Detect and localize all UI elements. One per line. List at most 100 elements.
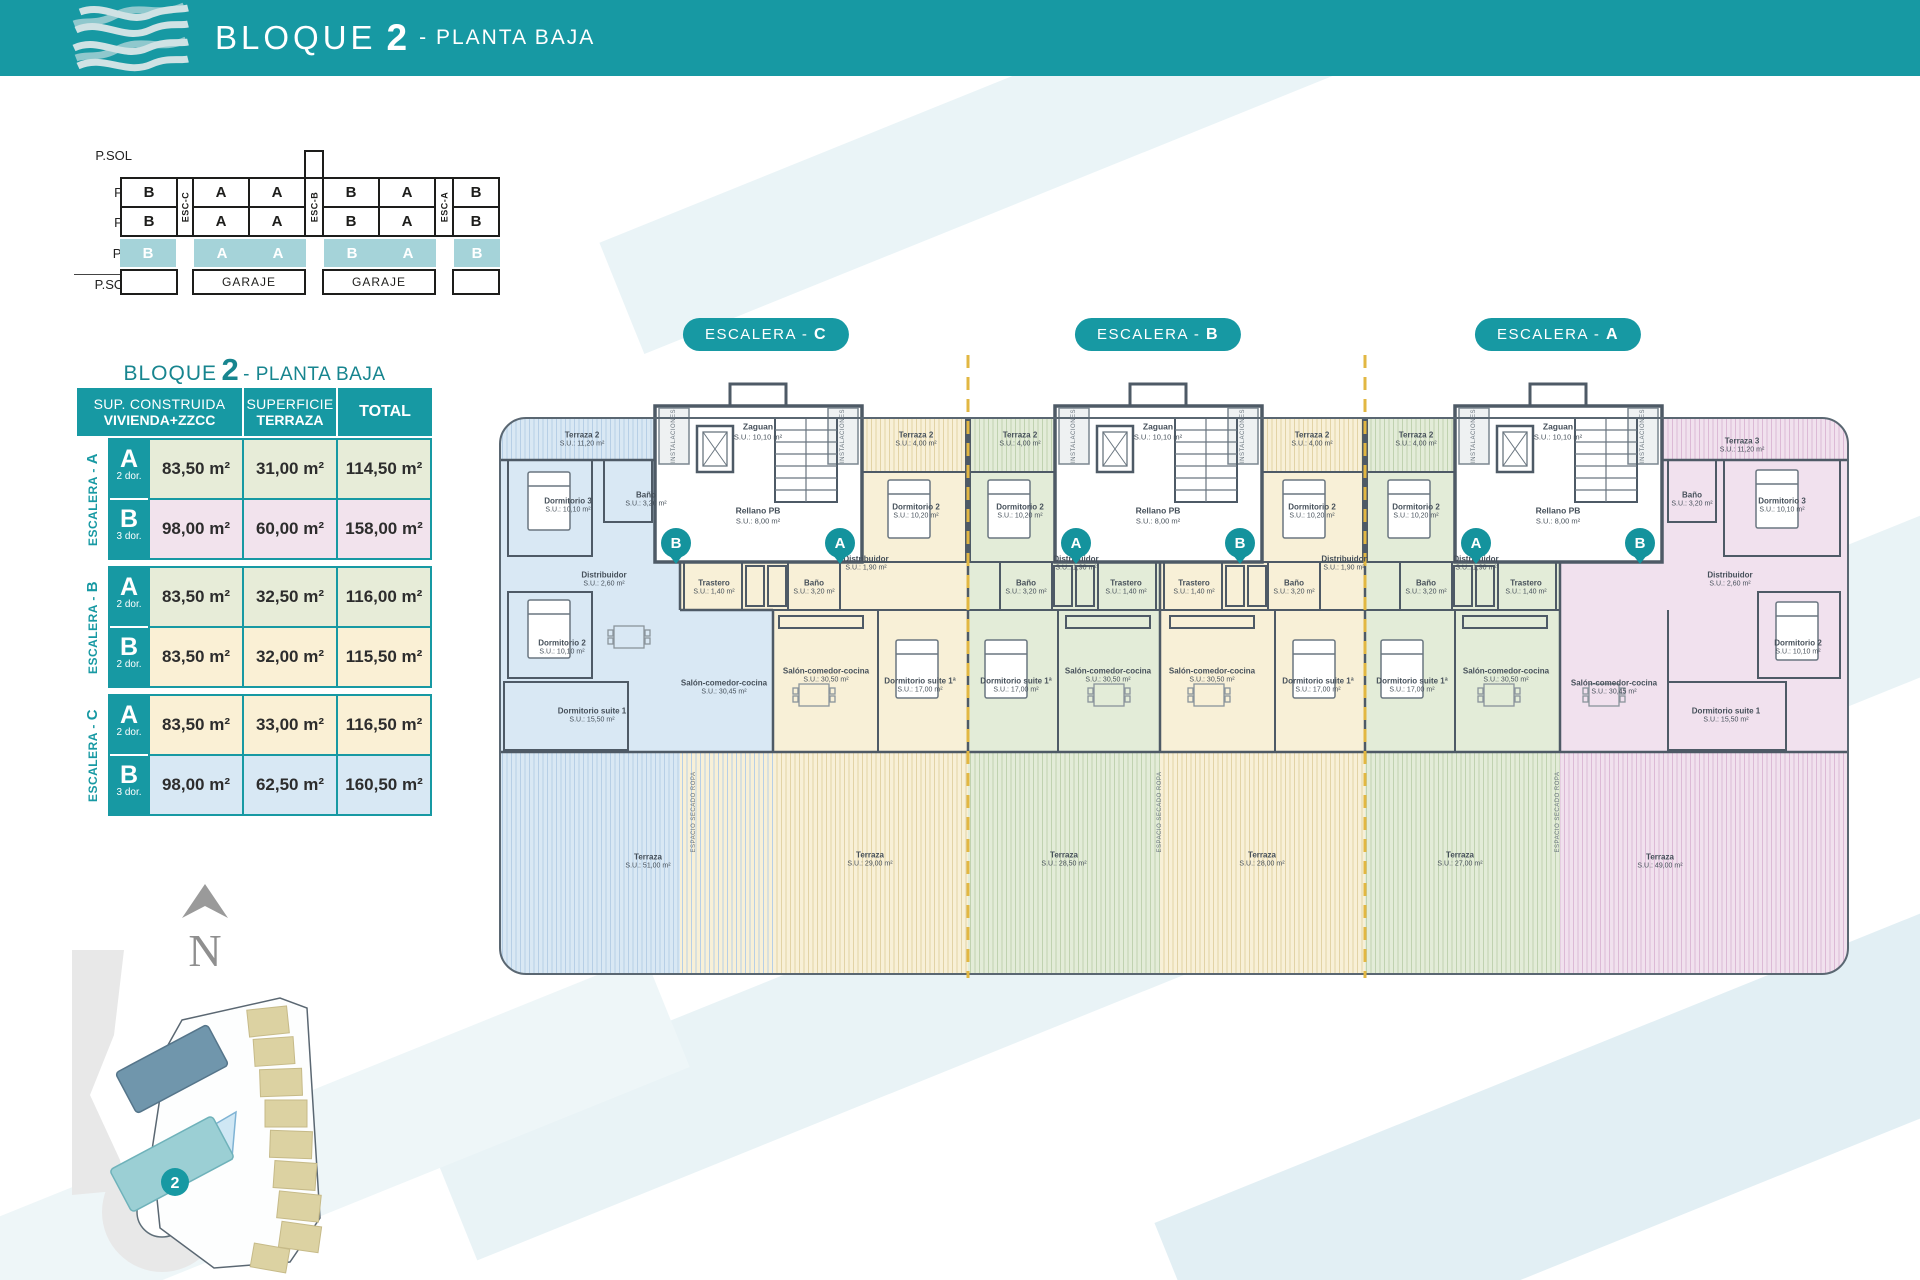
stack-cell: B <box>322 206 380 237</box>
townhouses <box>246 1005 323 1274</box>
esc-tower <box>304 150 324 179</box>
stack-cell: B <box>120 206 178 237</box>
total-value: 160,50 m² <box>338 756 430 814</box>
stair-cores <box>653 382 1664 564</box>
stack-cell: B <box>120 177 178 208</box>
esc-label-cell: ESC-A <box>434 177 454 237</box>
garage-cell: GARAJE <box>322 269 436 295</box>
terraza-value: 31,00 m² <box>244 440 336 498</box>
stack-cell-pb: A <box>380 239 436 267</box>
instalaciones-label: INSTALACIONES <box>1640 408 1646 464</box>
building-block-1 <box>115 1024 229 1114</box>
unit-badge: A <box>1461 528 1491 558</box>
stack-cell-pb: A <box>250 239 306 267</box>
floor-plan <box>499 355 1849 978</box>
sup-value: 98,00 m² <box>150 756 242 814</box>
sot-cell <box>452 269 500 295</box>
total-value: 158,00 m² <box>338 500 430 558</box>
floor-label: P.SOL <box>95 148 132 163</box>
sup-value: 83,50 m² <box>150 628 242 686</box>
terraza-value: 60,00 m² <box>244 500 336 558</box>
stack-cell-pb: B <box>454 239 500 267</box>
group-label: ESCALERA - B <box>77 566 108 688</box>
sup-value: 83,50 m² <box>150 440 242 498</box>
header-bar: BLOQUE 2 - PLANTA BAJA <box>0 0 1920 76</box>
title-number: 2 <box>386 17 408 58</box>
instalaciones-label: INSTALACIONES <box>1240 408 1246 464</box>
stack-cell: A <box>378 206 436 237</box>
stack-cell: B <box>452 177 500 208</box>
stack-cell: B <box>322 177 380 208</box>
stack-cell: A <box>248 177 306 208</box>
secado-ropa-label: ESPACIO SECADO ROPA <box>1157 771 1163 853</box>
table-header-total: TOTAL <box>338 388 432 436</box>
svg-text:N: N <box>188 925 221 976</box>
escalera-a-pill: ESCALERA - A <box>1474 318 1642 351</box>
instalaciones-label: INSTALACIONES <box>840 408 846 464</box>
unit-badge: B <box>661 528 691 558</box>
stack-cell: A <box>192 206 250 237</box>
unit-badge: B <box>1625 528 1655 558</box>
table-title: BLOQUE 2 - PLANTA BAJA <box>123 352 386 387</box>
total-value: 115,50 m² <box>338 628 430 686</box>
sot-cell <box>120 269 178 295</box>
sup-value: 83,50 m² <box>150 568 242 626</box>
unit-badge: B <box>1225 528 1255 558</box>
total-value: 114,50 m² <box>338 440 430 498</box>
stack-cell: A <box>378 177 436 208</box>
secado-ropa-label: ESPACIO SECADO ROPA <box>691 771 697 853</box>
sup-value: 83,50 m² <box>150 696 242 754</box>
brand-wave-logo <box>72 2 189 72</box>
total-value: 116,50 m² <box>338 696 430 754</box>
secado-ropa-label: ESPACIO SECADO ROPA <box>1555 771 1561 853</box>
stack-cell: A <box>192 177 250 208</box>
svg-text:2: 2 <box>171 1175 180 1192</box>
instalaciones-label: INSTALACIONES <box>1071 408 1077 464</box>
unit-badge: A <box>1061 528 1091 558</box>
instalaciones-label: INSTALACIONES <box>671 408 677 464</box>
total-value: 116,00 m² <box>338 568 430 626</box>
stack-cell-pb: B <box>324 239 380 267</box>
